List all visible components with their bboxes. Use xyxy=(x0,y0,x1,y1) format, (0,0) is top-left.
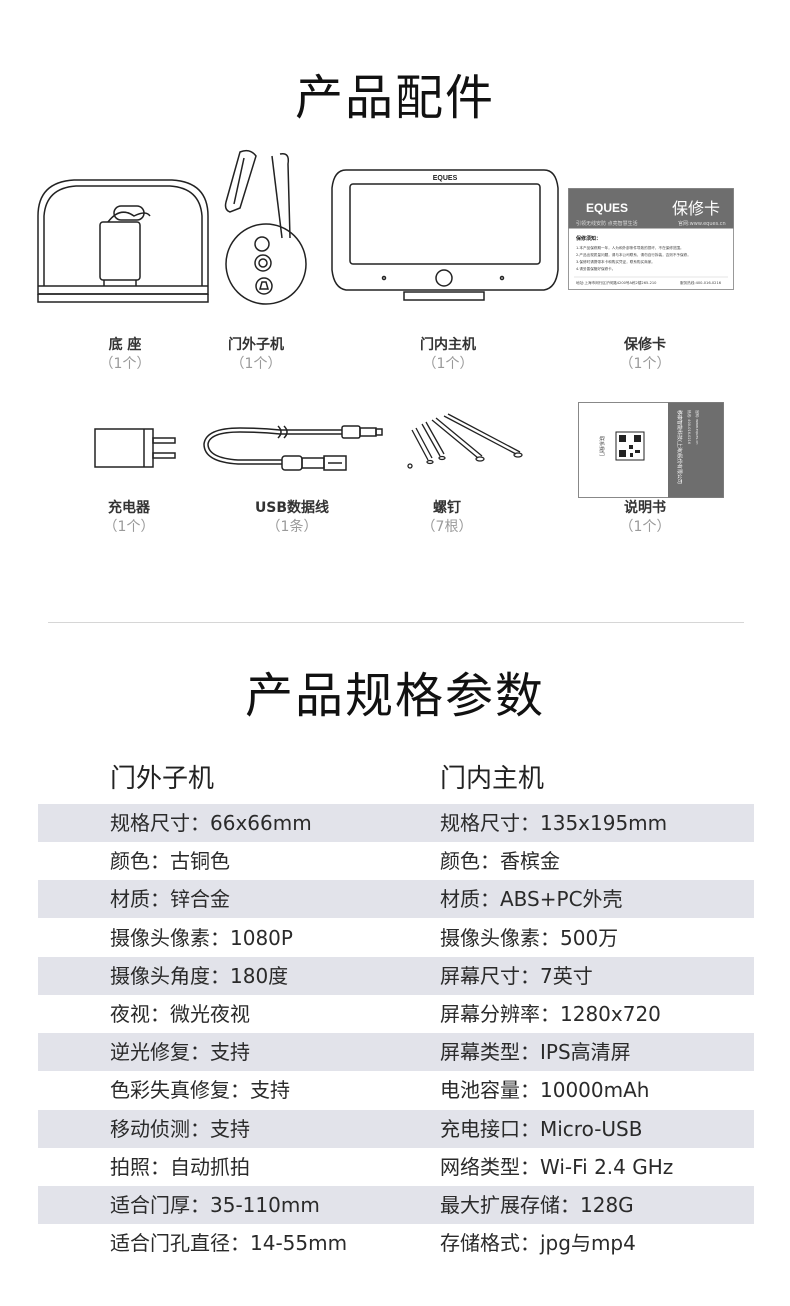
warranty-card-address: 地址:上海市闵行区沪闵路4200号A栋2楼265-210 xyxy=(576,280,657,285)
accessory-count: （7根） xyxy=(421,519,473,535)
outdoor-spec-cell: 摄像头角度：180度 xyxy=(110,963,289,988)
spec-row: 摄像头像素：1080P 摄像头像素：500万 xyxy=(38,919,754,957)
manual-image: 联系我们 移康智能科技(上海)股份有限公司 热线: 400-016-0216 官… xyxy=(578,402,724,498)
indoor-unit-heading: 门内主机 xyxy=(440,764,545,794)
warranty-card-hotline: 服务热线:400-016-0216 xyxy=(680,280,722,285)
manual-contact-text: 联系我们 xyxy=(598,436,605,456)
outdoor-spec-cell: 逆光修复：支持 xyxy=(110,1040,250,1065)
manual-hotline-text: 热线: 400-016-0216 xyxy=(687,410,692,444)
section-divider xyxy=(48,622,744,623)
indoor-spec-cell: 最大扩展存储：128G xyxy=(440,1193,634,1217)
accessory-name: 充电器 xyxy=(108,500,150,516)
accessory-label-warranty-card: 保修卡 （1个） xyxy=(565,336,725,374)
outdoor-unit-heading: 门外子机 xyxy=(110,764,215,794)
indoor-spec-cell: 存储格式：jpg与mp4 xyxy=(440,1231,636,1256)
accessory-label-charger: 充电器 （1个） xyxy=(49,499,209,537)
outdoor-spec-cell: 摄像头像素：1080P xyxy=(110,925,293,950)
indoor-spec-cell: 屏幕分辨率：1280x720 xyxy=(440,1002,661,1026)
outdoor-spec-cell: 规格尺寸：66x66mm xyxy=(110,811,312,835)
outdoor-spec-cell: 拍照：自动抓拍 xyxy=(110,1154,250,1179)
indoor-spec-cell: 摄像头像素：500万 xyxy=(440,925,619,950)
accessory-label-outdoor-unit: 门外子机 （1个） xyxy=(176,336,336,374)
outdoor-spec-cell: 夜视：微光夜视 xyxy=(110,1002,250,1026)
spec-row: 逆光修复：支持 屏幕类型：IPS高清屏 xyxy=(38,1033,754,1072)
accessory-label-screws: 螺钉 （7根） xyxy=(367,499,527,537)
spec-row: 色彩失真修复：支持 电池容量：10000mAh xyxy=(38,1071,754,1109)
outdoor-spec-cell: 颜色：古铜色 xyxy=(110,849,230,874)
base-stand-image xyxy=(37,179,209,303)
outdoor-spec-cell: 适合门厚：35-110mm xyxy=(110,1193,320,1217)
spec-row: 移动侦测：支持 充电接口：Micro-USB xyxy=(38,1109,754,1148)
warranty-card-slogan: 引领无线安防 点亮智慧生活 xyxy=(576,220,638,227)
manual-company-text: 移康智能科技(上海)股份有限公司 xyxy=(676,410,683,484)
warranty-card-notice-title: 保修须知： xyxy=(575,235,601,242)
spec-row: 规格尺寸：66x66mm 规格尺寸：135x195mm xyxy=(38,804,754,842)
accessory-count: （1条） xyxy=(266,519,318,535)
indoor-spec-cell: 电池容量：10000mAh xyxy=(440,1078,650,1103)
accessory-count: （1个） xyxy=(230,356,282,372)
usb-cable-image xyxy=(203,425,383,471)
accessory-count: （1个） xyxy=(619,519,671,535)
indoor-spec-cell: 规格尺寸：135x195mm xyxy=(440,811,668,835)
warranty-card-note: 4.请妥善保管好保修卡。 xyxy=(576,266,615,271)
outdoor-spec-cell: 适合门孔直径：14-55mm xyxy=(110,1231,348,1256)
spec-row: 适合门厚：35-110mm 最大扩展存储：128G xyxy=(38,1186,754,1224)
warranty-card-note: 2.产品出现质量问题，请与本公司联系，请勿自行拆装，否则不予保修。 xyxy=(576,252,691,257)
warranty-card-note: 1.本产品保修期一年，人为和外部条件导致的损坏，不在保修范围。 xyxy=(576,245,684,250)
accessory-label-usb-cable: USB数据线 （1条） xyxy=(212,499,372,537)
spec-row: 材质：锌合金 材质：ABS+PC外壳 xyxy=(38,880,754,919)
warranty-card-note: 3.保修时请携带本卡和购买凭证，联系购买商家。 xyxy=(576,259,655,264)
indoor-unit-image: EQUES xyxy=(331,169,559,301)
accessory-label-manual: 说明书 （1个） xyxy=(565,499,725,537)
warranty-card-image: EQUES 保修卡 引领无线安防 点亮智慧生活 官网:www.eques.cn … xyxy=(568,188,734,290)
accessory-name: USB数据线 xyxy=(254,500,330,516)
spec-row: 拍照：自动抓拍 网络类型：Wi-Fi 2.4 GHz xyxy=(38,1148,754,1186)
specs-title: 产品规格参数 xyxy=(244,668,545,724)
charger-image xyxy=(94,428,176,468)
spec-row: 摄像头角度：180度 屏幕尺寸：7英寸 xyxy=(38,956,754,995)
spec-row: 适合门孔直径：14-55mm 存储格式：jpg与mp4 xyxy=(38,1224,754,1262)
accessory-count: （1个） xyxy=(422,356,474,372)
accessory-name: 说明书 xyxy=(624,500,666,516)
accessory-name: 螺钉 xyxy=(433,500,461,516)
indoor-brand-logo: EQUES xyxy=(433,175,458,182)
accessory-name: 保修卡 xyxy=(624,337,666,353)
indoor-spec-cell: 材质：ABS+PC外壳 xyxy=(440,887,623,912)
accessory-label-base: 底 座 （1个） xyxy=(45,336,205,374)
spec-row: 颜色：古铜色 颜色：香槟金 xyxy=(38,842,754,880)
outdoor-spec-cell: 移动侦测：支持 xyxy=(110,1116,250,1141)
accessories-title: 产品配件 xyxy=(294,70,495,126)
screws-image xyxy=(407,413,523,469)
accessory-count: （1个） xyxy=(619,356,671,372)
manual-website-text: 官网: www.eques.cn xyxy=(695,410,700,445)
spec-row: 夜视：微光夜视 屏幕分辨率：1280x720 xyxy=(38,995,754,1033)
indoor-spec-cell: 屏幕类型：IPS高清屏 xyxy=(440,1040,631,1065)
outdoor-spec-cell: 材质：锌合金 xyxy=(110,887,230,912)
outdoor-spec-cell: 色彩失真修复：支持 xyxy=(110,1078,290,1103)
indoor-spec-cell: 颜色：香槟金 xyxy=(440,849,560,874)
indoor-spec-cell: 网络类型：Wi-Fi 2.4 GHz xyxy=(440,1154,674,1179)
warranty-card-title: 保修卡 xyxy=(672,199,720,218)
accessory-label-indoor-unit: 门内主机 （1个） xyxy=(368,336,528,374)
accessory-count: （1个） xyxy=(99,356,151,372)
accessory-name: 门内主机 xyxy=(420,337,476,353)
accessory-name: 门外子机 xyxy=(228,337,284,353)
accessory-name: 底 座 xyxy=(108,337,142,353)
indoor-spec-cell: 充电接口：Micro-USB xyxy=(440,1116,643,1141)
indoor-spec-cell: 屏幕尺寸：7英寸 xyxy=(440,963,593,988)
outdoor-unit-image xyxy=(224,149,307,305)
warranty-card-brand: EQUES xyxy=(586,201,628,215)
accessory-count: （1个） xyxy=(103,519,155,535)
warranty-card-website: 官网:www.eques.cn xyxy=(678,220,726,227)
